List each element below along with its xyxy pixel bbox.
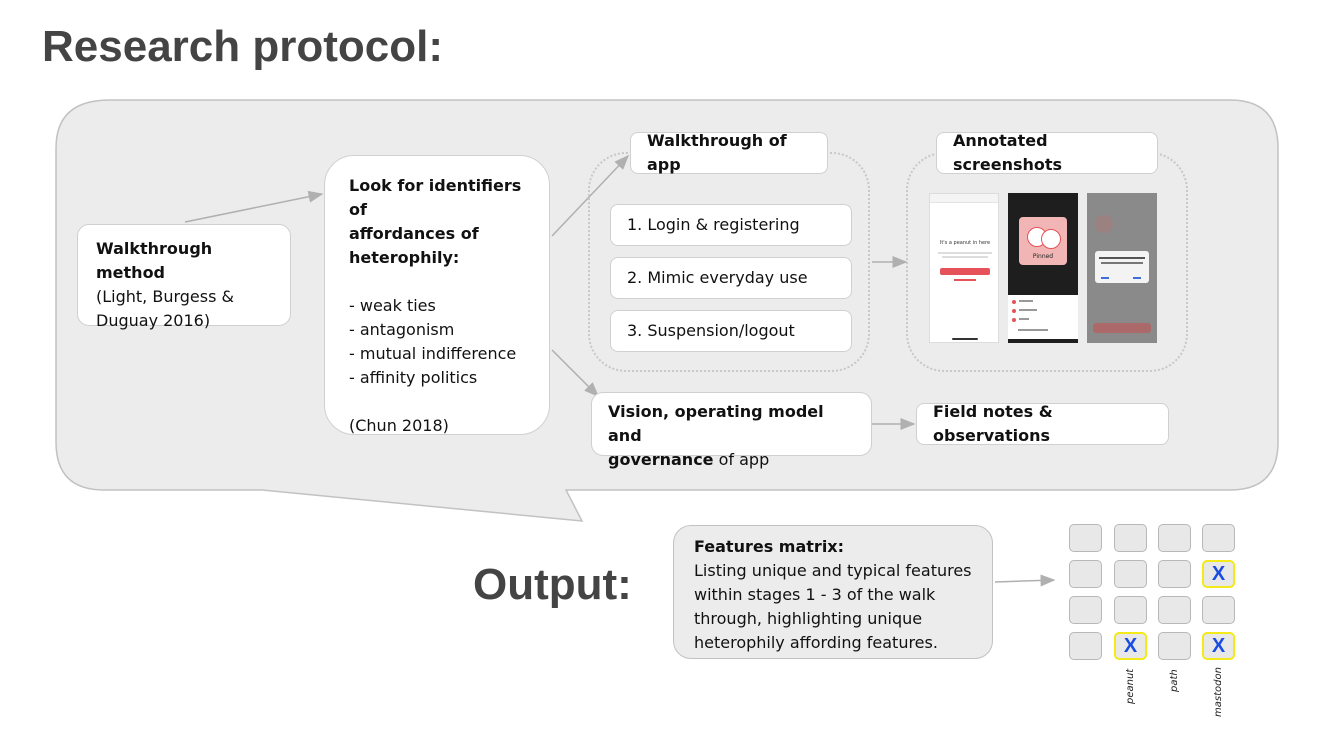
matrix-column-label: peanut [1125,668,1136,704]
matrix-cell [1069,632,1102,660]
screenshot-feed-text: Pinned [1032,253,1054,260]
walkthrough-app-heading: Walkthrough of app [647,131,787,174]
matrix-cell [1069,560,1102,588]
matrix-column-label: mastodon [1213,667,1224,717]
matrix-column-label: path [1169,669,1180,692]
matrix-cell-marked: X [1202,560,1235,588]
matrix-cell [1114,524,1147,552]
vision-line2-rest: of app [713,450,770,469]
matrix-cell [1158,560,1191,588]
vision-box: Vision, operating model and governance o… [591,392,872,469]
arrow-identifiers-to-vision [551,349,600,398]
annotated-screenshots-heading: Annotated screenshots [953,131,1063,174]
screenshot-feed: Pinned [1008,193,1078,343]
features-matrix-grid: X X X peanut path mastodon [1069,524,1239,719]
field-notes-box: Field notes & observations [916,402,1169,445]
matrix-cell [1158,524,1191,552]
walkthrough-method-citation-2: Duguay 2016) [96,311,211,330]
screenshot-login-text: It's a peanut in here [939,240,991,246]
matrix-cell [1202,596,1235,624]
screenshot-dialog [1087,193,1157,343]
arrow-method-to-identifiers [184,190,324,223]
matrix-cell [1069,524,1102,552]
screenshot-login: It's a peanut in here [929,193,999,343]
step-label: 3. Suspension/logout [627,321,795,340]
output-title: Output: [473,560,632,609]
walkthrough-method-box: Walkthrough method (Light, Burgess & Dug… [77,224,291,330]
vision-line2-bold: governance [608,450,714,469]
page-title: Research protocol: [42,22,443,71]
walkthrough-method-citation-1: (Light, Burgess & [96,287,234,306]
identifier-item: - affinity politics [349,368,478,387]
matrix-cell [1202,524,1235,552]
field-notes-label: Field notes & observations [933,402,1053,445]
matrix-cell [1158,596,1191,624]
walkthrough-method-heading: Walkthrough method [96,239,213,282]
step-label: 1. Login & registering [627,215,800,234]
identifier-item: - mutual indifference [349,344,517,363]
identifier-item: - antagonism [349,320,455,339]
step-box: 2. Mimic everyday use [610,257,852,299]
matrix-cell [1069,596,1102,624]
identifiers-citation: (Chun 2018) [349,416,449,435]
features-matrix-box: Features matrix: Listing unique and typi… [673,525,993,659]
matrix-cell [1158,632,1191,660]
features-matrix-line: heterophily affording features. [694,633,938,652]
step-box: 3. Suspension/logout [610,310,852,352]
features-matrix-line: Listing unique and typical features [694,561,972,580]
arrow-features-to-matrix [994,574,1056,587]
matrix-cell [1114,596,1147,624]
identifiers-heading-1: Look for identifiers of [349,176,522,219]
matrix-cell [1114,560,1147,588]
features-matrix-line: through, highlighting unique [694,609,923,628]
identifiers-heading-3: heterophily: [349,248,460,267]
identifiers-box: Look for identifiers of affordances of h… [324,155,550,435]
identifiers-heading-2: affordances of [349,224,479,243]
step-box: 1. Login & registering [610,204,852,246]
matrix-cell-marked: X [1114,632,1147,660]
vision-line1: Vision, operating model and [608,402,824,445]
annotated-screenshots-heading-box: Annotated screenshots [936,131,1158,174]
features-matrix-heading: Features matrix: [694,537,845,556]
identifier-item: - weak ties [349,296,436,315]
walkthrough-app-heading-box: Walkthrough of app [630,131,828,174]
features-matrix-line: within stages 1 - 3 of the walk [694,585,936,604]
step-label: 2. Mimic everyday use [627,268,808,287]
matrix-cell-marked: X [1202,632,1235,660]
